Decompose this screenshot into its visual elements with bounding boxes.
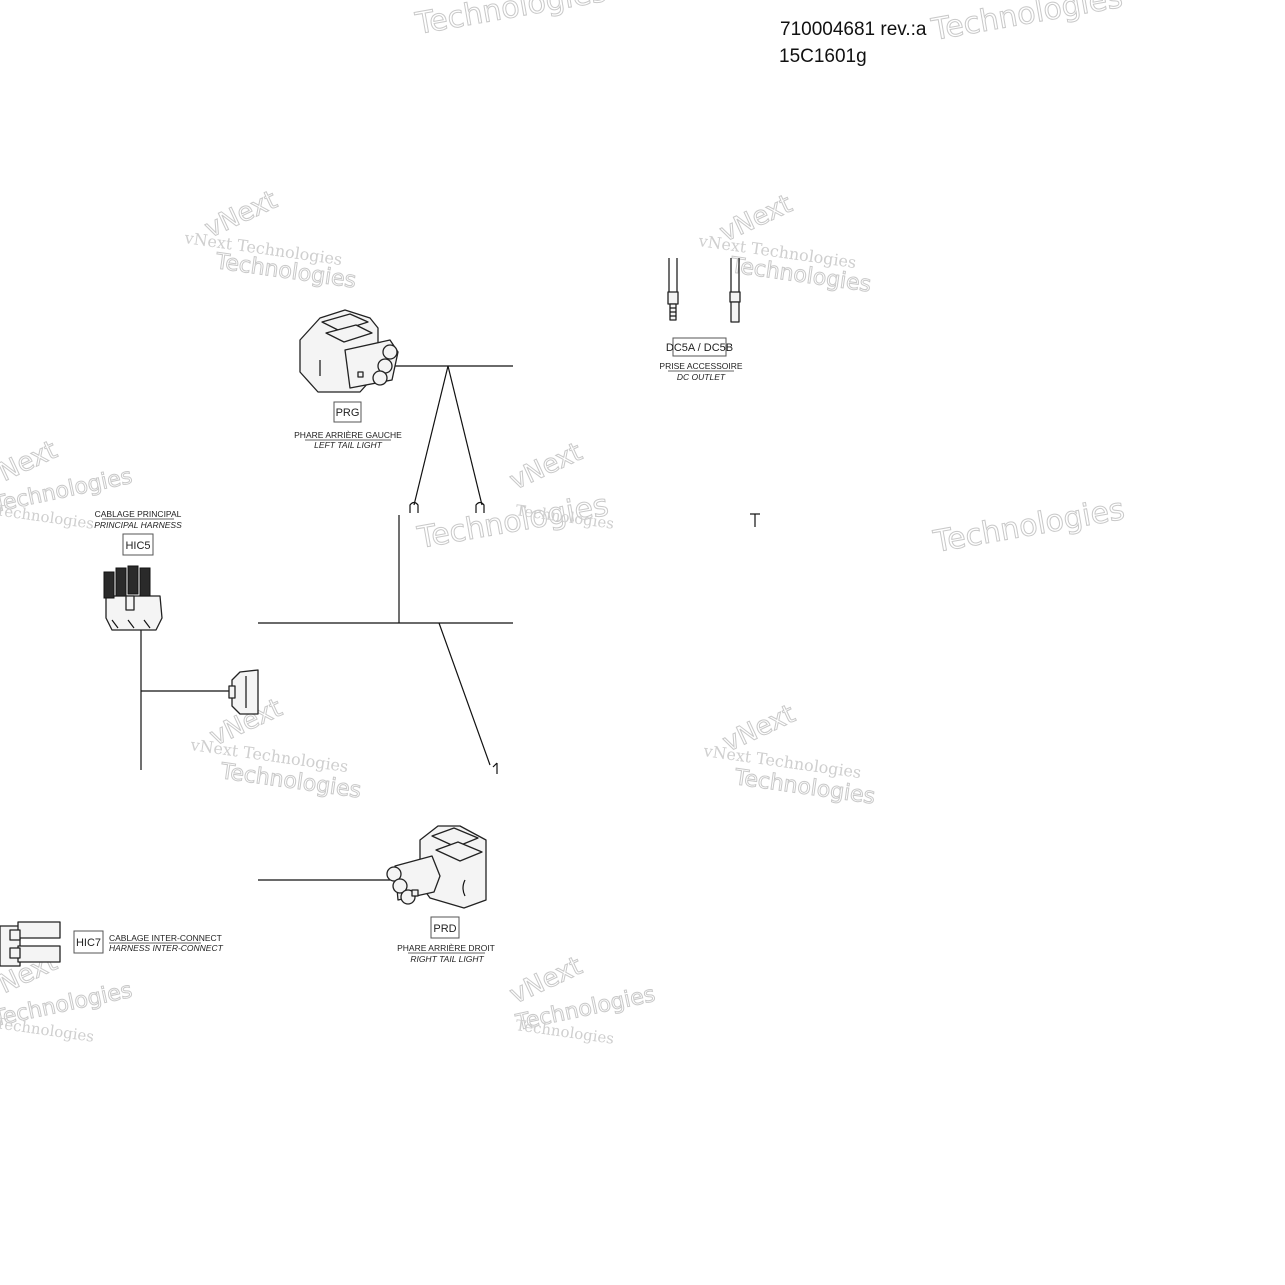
hic7-code: HIC7 [76,937,101,949]
hic5-code: HIC5 [125,540,150,552]
hic5-tag: HIC5 [122,533,154,556]
svg-text:Technologies: Technologies [930,492,1127,560]
prd-code: PRD [433,923,456,935]
hic5-label-en: PRINCIPAL HARNESS [94,520,182,530]
prd-tag: PRD [430,916,460,939]
hic7-connector [0,921,61,967]
prg-label-fr: PHARE ARRIÈRE GAUCHE [294,430,402,440]
prg-code: PRG [336,407,360,419]
hic5-label-fr: CABLAGE PRINCIPAL [95,509,182,519]
hic7-tag: HIC7 [73,930,104,954]
prg-tag: PRG [333,401,362,423]
svg-text:Technologies: Technologies [928,0,1125,48]
hic7-label-en: HARNESS INTER-CONNECT [109,943,224,953]
side-connector [228,669,259,715]
prg-connector [299,309,399,393]
dc-code: DC5A / DC5B [666,342,733,354]
dc-tag: DC5A / DC5B [666,337,733,357]
dc-outlet-terminals [667,291,741,323]
svg-text:vNext: vNext [505,437,587,496]
wire-layer [140,258,760,881]
drawing-code: 15C1601g [779,46,867,67]
prd-label-en: RIGHT TAIL LIGHT [410,954,484,964]
dc-label-en: DC OUTLET [677,372,726,382]
hic5-connector [103,565,163,631]
svg-text:Technologies: Technologies [412,0,609,42]
dc-label-fr: PRISE ACCESSOIRE [659,361,742,371]
prd-connector [386,825,487,909]
part-number: 710004681 rev.:a [780,19,927,40]
prg-label-en: LEFT TAIL LIGHT [314,440,383,450]
prd-label-fr: PHARE ARRIÈRE DROIT [397,943,495,953]
hic7-label-fr: CABLAGE INTER-CONNECT [109,933,222,943]
